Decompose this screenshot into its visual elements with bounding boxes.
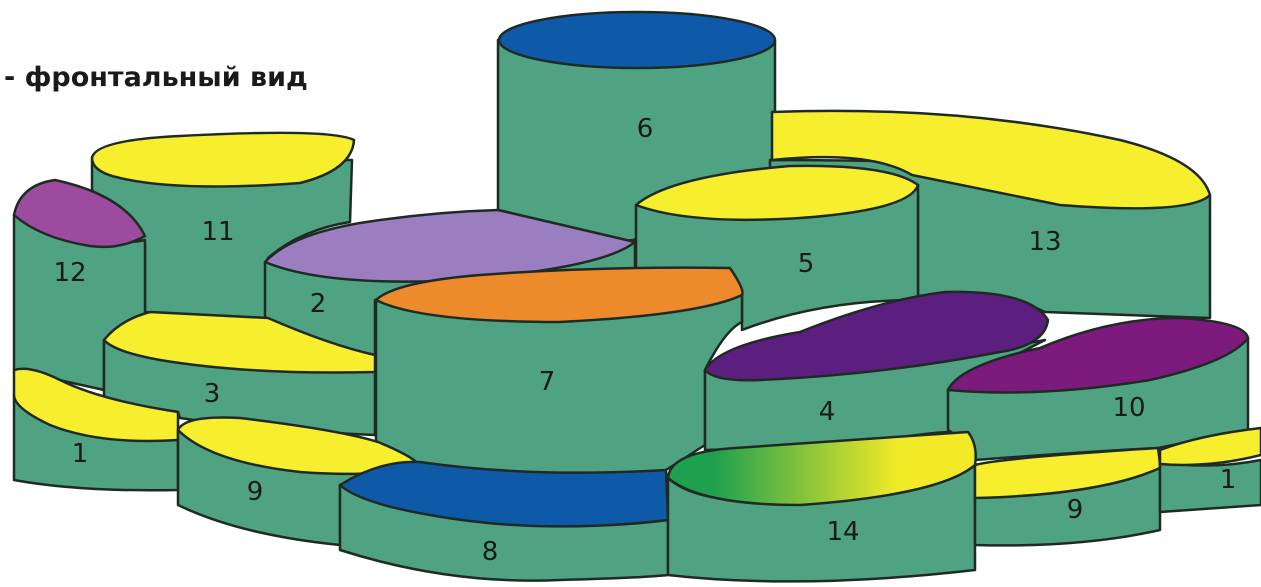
- block-3-label: 3: [204, 379, 221, 409]
- block-12-label: 12: [53, 258, 86, 288]
- block-9-right: 9: [975, 448, 1160, 545]
- block-10-label: 10: [1112, 393, 1145, 423]
- block-6-label: 6: [637, 114, 654, 144]
- block-6-top: [499, 12, 775, 68]
- block-11-label: 11: [201, 217, 234, 247]
- block-7: 7: [376, 268, 743, 477]
- block-11-top: [92, 133, 354, 187]
- block-14-label: 14: [826, 517, 859, 547]
- block-1-right-label: 1: [1220, 465, 1237, 495]
- block-7-label: 7: [539, 367, 556, 397]
- block-1-right-body: [1160, 460, 1261, 512]
- block-8-label: 8: [482, 537, 499, 567]
- block-9-left-label: 9: [247, 477, 264, 507]
- block-2-label: 2: [310, 289, 327, 319]
- block-1-left-label: 1: [72, 439, 89, 469]
- block-14: 14: [668, 432, 976, 581]
- block-13-label: 13: [1028, 227, 1061, 257]
- block-9-right-label: 9: [1067, 495, 1084, 525]
- block-5-label: 5: [798, 249, 815, 279]
- block-4-label: 4: [819, 397, 836, 427]
- block-8: 8: [340, 462, 668, 581]
